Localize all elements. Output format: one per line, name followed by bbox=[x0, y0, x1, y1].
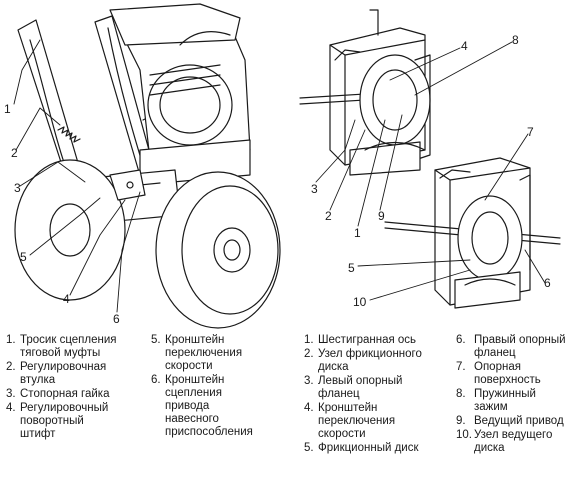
callout-right-2: 2 bbox=[325, 209, 332, 223]
legend-item: 4.Кронштейн переключения скорости bbox=[304, 402, 396, 440]
legend-item: 10.Узел ведущего диска bbox=[456, 429, 553, 454]
transmission-bottom-drawing bbox=[384, 157, 561, 309]
transmission-top-drawing bbox=[299, 9, 431, 176]
legend-item: 6.Правый опорный фланец bbox=[456, 334, 566, 359]
legend-item: 3.Левый опорный фланец bbox=[304, 375, 403, 400]
legend-left-col-a: 1.Тросик сцепления тяговой муфты 2.Регул… bbox=[6, 334, 146, 442]
legend-item: 6.Кронштейн сцепления привода навесного … bbox=[151, 374, 253, 438]
callout-left-5: 5 bbox=[20, 250, 27, 264]
legend-item: 3.Стопорная гайка bbox=[6, 388, 110, 400]
callout-right-6: 6 bbox=[544, 276, 551, 290]
callout-left-2: 2 bbox=[11, 146, 18, 160]
callout-right-9: 9 bbox=[378, 209, 385, 223]
legend-right-col-b: 6.Правый опорный фланец 7.Опорная поверх… bbox=[456, 334, 584, 456]
right-leader-lines bbox=[315, 41, 546, 301]
callout-left-6: 6 bbox=[113, 312, 120, 326]
callout-left-3: 3 bbox=[14, 181, 21, 195]
handle-assembly-drawing bbox=[14, 3, 281, 329]
legend-item: 1.Шестигранная ось bbox=[304, 334, 417, 346]
legend-item: 2.Узел фрикционного диска bbox=[304, 348, 422, 373]
callout-left-1: 1 bbox=[4, 102, 11, 116]
callout-right-3: 3 bbox=[311, 182, 318, 196]
callout-right-10: 10 bbox=[353, 295, 367, 309]
legend-item: 2.Регулировочная втулка bbox=[6, 361, 107, 386]
legend-item: 7.Опорная поверхность bbox=[456, 361, 541, 386]
callout-left-4: 4 bbox=[63, 292, 70, 306]
callout-right-7: 7 bbox=[527, 125, 534, 139]
legend-item: 8.Пружинный зажим bbox=[456, 388, 536, 413]
technical-illustration bbox=[13, 3, 561, 329]
legend-left-col-b: 5.Кронштейн переключения скорости 6.Крон… bbox=[151, 334, 291, 440]
callout-right-1: 1 bbox=[354, 226, 361, 240]
legend-item: 9.Ведущий привод bbox=[456, 415, 564, 427]
legend-right-col-a: 1.Шестигранная ось 2.Узел фрикционного д… bbox=[304, 334, 454, 456]
callout-right-8: 8 bbox=[512, 33, 519, 47]
legend-item: 5.Кронштейн переключения скорости bbox=[151, 334, 243, 372]
legend-item: 5.Фрикционный диск bbox=[304, 442, 419, 454]
legend-item: 1.Тросик сцепления тяговой муфты bbox=[6, 334, 117, 359]
callout-right-5: 5 bbox=[348, 261, 355, 275]
left-leader-lines bbox=[13, 39, 141, 313]
legend-item: 4.Регулировочный поворотный штифт bbox=[6, 402, 109, 440]
callout-right-4: 4 bbox=[461, 39, 468, 53]
